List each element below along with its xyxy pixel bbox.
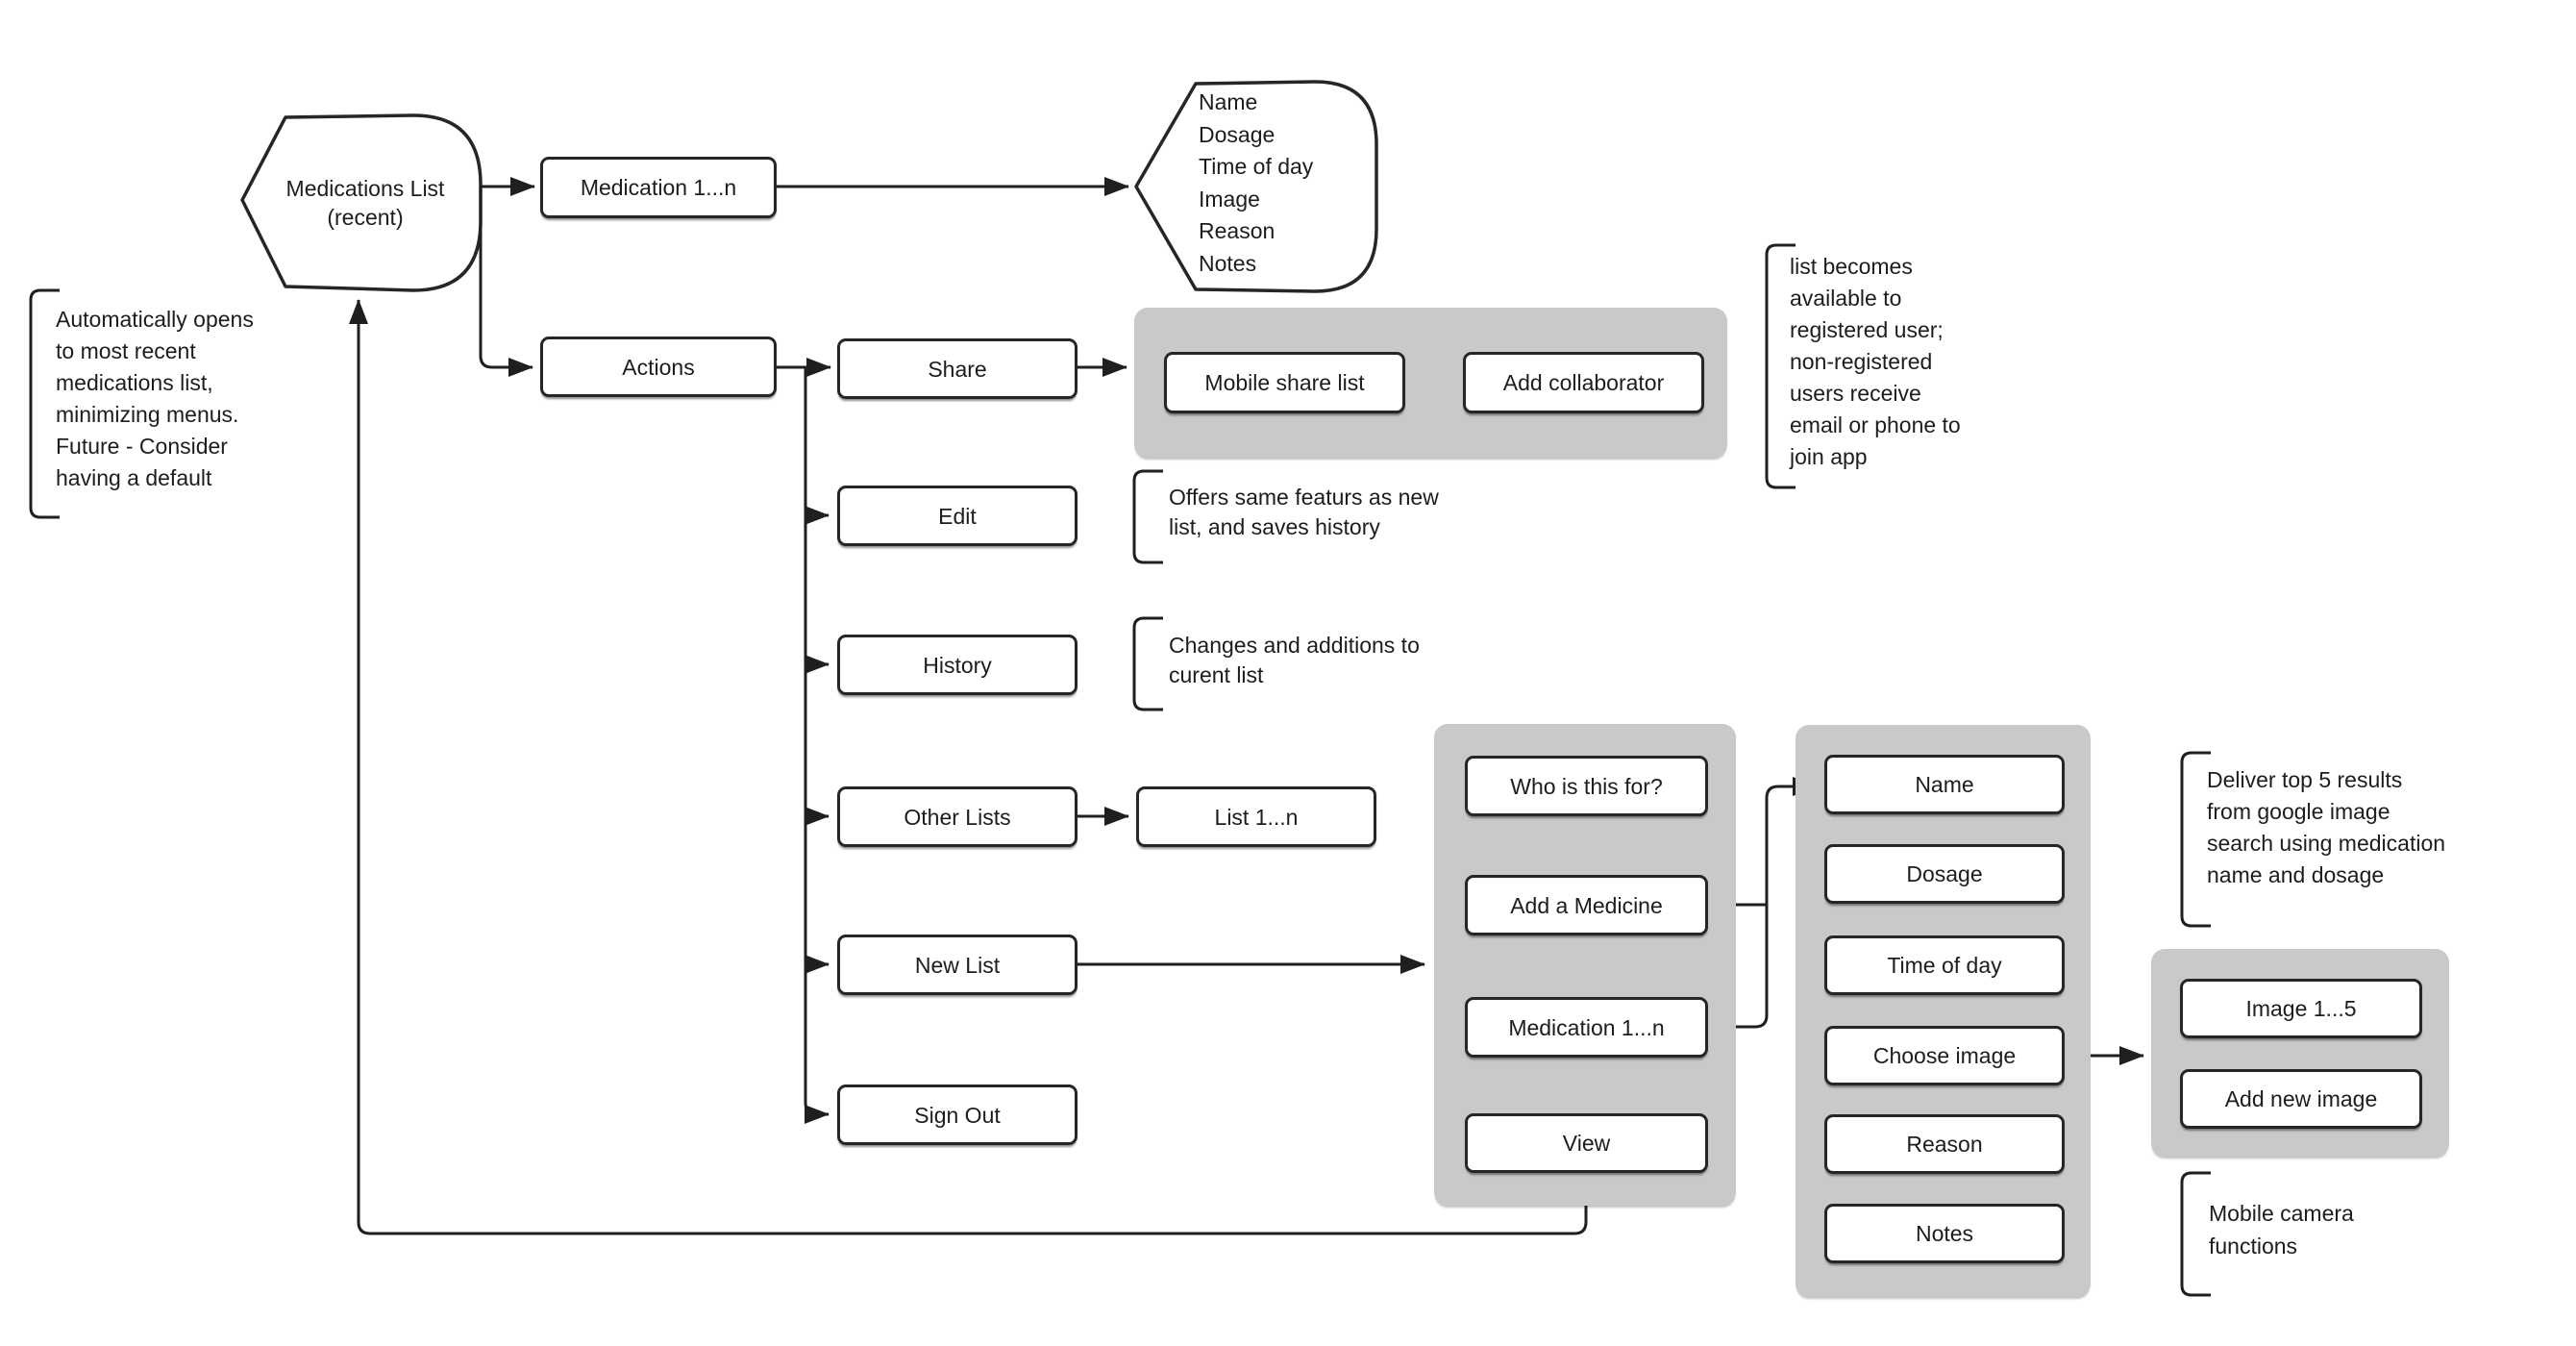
other-lists-node: Other Lists bbox=[837, 786, 1077, 847]
new-list-node: New List bbox=[837, 935, 1077, 995]
image-1-5-node: Image 1...5 bbox=[2180, 979, 2422, 1038]
auto-open-annotation: Automatically opens to most recent medic… bbox=[56, 307, 254, 490]
choose-image-node: Choose image bbox=[1824, 1026, 2065, 1085]
reason-node: Reason bbox=[1824, 1114, 2065, 1174]
actions-node: Actions bbox=[540, 336, 777, 397]
mobile-share-list-node: Mobile share list bbox=[1164, 352, 1405, 413]
medicine-fields-panel bbox=[1796, 725, 2091, 1297]
list-1n-node: List 1...n bbox=[1136, 786, 1376, 847]
share-annotation: list becomes available to registered use… bbox=[1790, 254, 1961, 469]
add-a-medicine-node: Add a Medicine bbox=[1465, 875, 1708, 935]
who-is-this-for-node: Who is this for? bbox=[1465, 756, 1708, 816]
list-fields-hexagon-shape bbox=[1134, 80, 1378, 293]
medication-range-node: Medication 1...n bbox=[1465, 997, 1708, 1058]
notes-node: Notes bbox=[1824, 1204, 2065, 1263]
bracket-history-note bbox=[1132, 616, 1163, 711]
bracket-edit-note bbox=[1132, 469, 1163, 564]
edit-annotation: Offers same featurs as new list, and sav… bbox=[1169, 485, 1439, 539]
start-node-label: Medications List (recent) bbox=[285, 176, 445, 230]
dosage-node: Dosage bbox=[1824, 844, 2065, 904]
image-search-annotation: Deliver top 5 results from google image … bbox=[2207, 767, 2446, 887]
medication-1n-node: Medication 1...n bbox=[540, 157, 777, 218]
actions-trunk-line bbox=[804, 367, 830, 1124]
camera-annotation: Mobile camera functions bbox=[2209, 1201, 2354, 1259]
arrow-start-to-actions bbox=[479, 188, 533, 377]
add-new-image-node: Add new image bbox=[2180, 1069, 2422, 1129]
time-of-day-node: Time of day bbox=[1824, 935, 2065, 995]
view-node: View bbox=[1465, 1113, 1708, 1173]
name-node: Name bbox=[1824, 755, 2065, 814]
share-node: Share bbox=[837, 338, 1077, 399]
add-collaborator-node: Add collaborator bbox=[1463, 352, 1704, 413]
bracket-auto-open bbox=[29, 288, 60, 519]
bracket-camera-note bbox=[2180, 1171, 2211, 1297]
bracket-image-note bbox=[2180, 751, 2211, 928]
bracket-share-note bbox=[1765, 243, 1796, 489]
arrow-view-loop-to-start bbox=[349, 299, 1588, 1235]
history-node: History bbox=[837, 635, 1077, 695]
list-fields-label: Name Dosage Time of day Image Reason Not… bbox=[1199, 89, 1314, 276]
edit-node: Edit bbox=[837, 486, 1077, 546]
sign-out-node: Sign Out bbox=[837, 1084, 1077, 1145]
history-annotation: Changes and additions to curent list bbox=[1169, 633, 1420, 687]
arrow-medicationrange-to-name bbox=[1708, 777, 1818, 1029]
